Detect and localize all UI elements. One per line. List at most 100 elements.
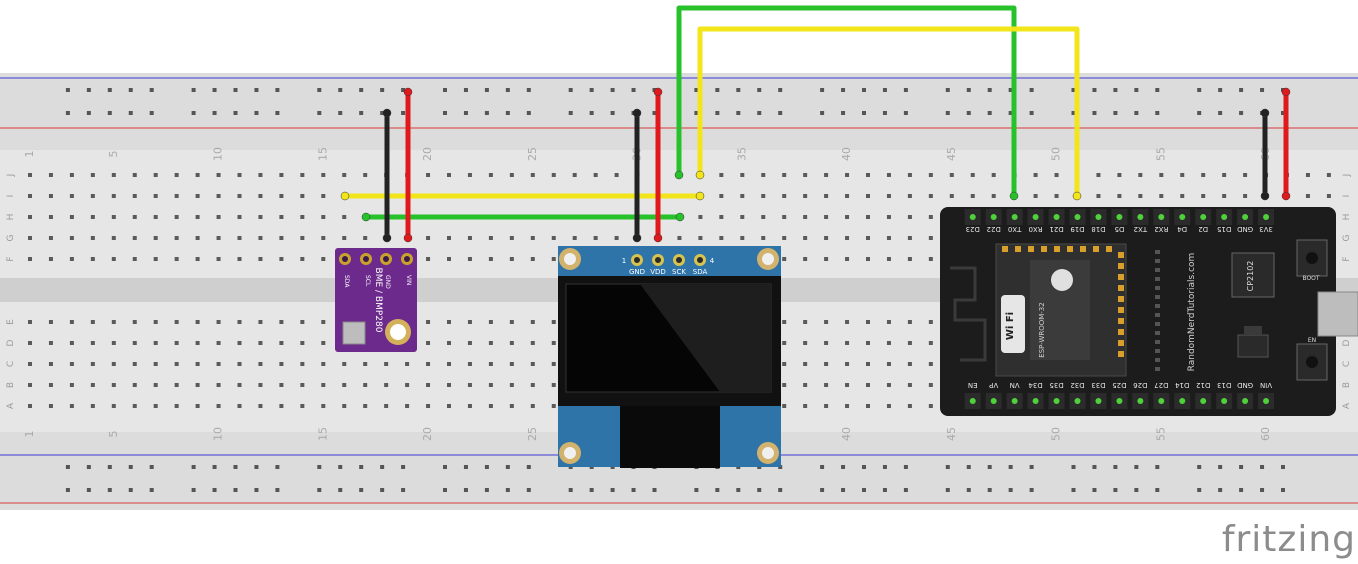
esp32-bottom-pin-label: VP xyxy=(989,381,998,389)
terminal-hole xyxy=(195,215,200,219)
terminal-hole xyxy=(614,236,619,240)
terminal-hole xyxy=(949,194,954,198)
terminal-hole xyxy=(1096,173,1101,177)
column-number: 55 xyxy=(1154,147,1167,161)
bottom-rail-hole xyxy=(1260,488,1265,492)
esp32-header-dot xyxy=(1200,398,1207,404)
terminal-hole xyxy=(467,257,472,261)
terminal-hole xyxy=(28,236,32,240)
terminal-hole xyxy=(69,320,74,324)
top-rail-hole xyxy=(107,88,112,92)
top-rail-hole xyxy=(610,111,615,115)
esp32-header-dot xyxy=(1074,214,1081,220)
top-rail-hole xyxy=(1134,111,1139,115)
esp32-header-dot xyxy=(1032,398,1039,404)
esp32-silkscreen-dash xyxy=(1155,322,1160,326)
top-rail-hole xyxy=(1071,111,1076,115)
terminal-hole xyxy=(90,257,95,261)
terminal-hole xyxy=(467,383,472,387)
bottom-rail-hole xyxy=(317,465,322,469)
column-number: 35 xyxy=(735,147,748,161)
terminal-hole xyxy=(1180,173,1185,177)
bottom-rail-hole xyxy=(1071,465,1076,469)
terminal-hole xyxy=(928,215,933,219)
terminal-hole xyxy=(28,383,32,387)
esp32-top-pin-label: D22 xyxy=(987,225,1001,233)
esp32-bottom-pin-label: EN xyxy=(968,381,978,389)
terminal-hole xyxy=(111,383,116,387)
wire-sda-to-d21 xyxy=(697,26,1080,199)
terminal-hole xyxy=(866,383,870,387)
terminal-hole xyxy=(195,236,200,240)
terminal-hole xyxy=(405,404,410,408)
terminal-hole xyxy=(216,404,221,408)
oled-pin-label: VDD xyxy=(650,268,666,276)
terminal-hole xyxy=(195,320,200,324)
terminal-hole xyxy=(132,257,137,261)
top-rail-hole xyxy=(903,88,908,92)
terminal-hole xyxy=(48,404,53,408)
terminal-hole xyxy=(153,257,158,261)
wire-esp-3v3-end xyxy=(1281,191,1291,201)
esp32-bottom-pin-label: D32 xyxy=(1070,381,1084,389)
terminal-hole xyxy=(258,215,263,219)
esp32-antenna-trace xyxy=(950,266,987,362)
terminal-hole xyxy=(551,341,556,345)
oled-mount-hole-inner xyxy=(762,447,774,459)
column-number: 1 xyxy=(23,431,36,438)
terminal-hole xyxy=(363,173,368,177)
esp32-header-dot xyxy=(1179,214,1186,220)
top-rail-hole xyxy=(380,88,385,92)
terminal-hole xyxy=(237,236,242,240)
terminal-hole xyxy=(928,383,933,387)
esp32-silkscreen-dash xyxy=(1155,295,1160,299)
top-rail-hole xyxy=(484,111,489,115)
terminal-hole xyxy=(782,236,787,240)
top-rail-hole xyxy=(757,111,762,115)
esp32-module-castellation xyxy=(1118,307,1124,313)
terminal-hole xyxy=(216,194,221,198)
terminal-hole xyxy=(1054,194,1059,198)
terminal-hole xyxy=(949,173,954,177)
terminal-hole xyxy=(824,173,829,177)
terminal-hole xyxy=(824,383,829,387)
terminal-hole xyxy=(593,236,598,240)
bottom-rail-hole xyxy=(149,465,154,469)
terminal-hole xyxy=(132,236,137,240)
esp32-silkscreen-dash xyxy=(1155,277,1160,281)
bottom-rail-hole xyxy=(820,465,825,469)
terminal-hole xyxy=(195,362,200,366)
bottom-rail-hole xyxy=(380,465,385,469)
top-rail-hole xyxy=(149,88,154,92)
bottom-rail-hole xyxy=(1155,465,1160,469)
terminal-hole xyxy=(111,236,116,240)
terminal-hole xyxy=(69,257,74,261)
terminal-hole xyxy=(928,194,933,198)
bottom-rail-hole xyxy=(987,488,992,492)
bottom-rail-hole xyxy=(1092,465,1097,469)
esp32-header-dot xyxy=(1158,398,1165,404)
usb-port xyxy=(1317,291,1358,337)
top-rail-hole xyxy=(463,111,468,115)
terminal-hole xyxy=(488,341,493,345)
terminal-hole xyxy=(195,404,200,408)
esp32-header-dot xyxy=(1053,398,1060,404)
bme280-pin-label: GND xyxy=(384,275,391,289)
terminal-hole xyxy=(803,404,808,408)
terminal-hole xyxy=(90,194,95,198)
bottom-rail-hole xyxy=(987,465,992,469)
terminal-hole xyxy=(551,320,556,324)
terminal-hole xyxy=(824,341,829,345)
esp32-module-castellation xyxy=(1106,246,1112,252)
terminal-hole xyxy=(279,404,284,408)
row-letter: G xyxy=(6,234,16,241)
esp32-board: 3V3GNDD15D2D4RX2TX2D5D18D19D21RX0TX0D22D… xyxy=(940,207,1358,416)
terminal-hole xyxy=(530,404,535,408)
terminal-hole xyxy=(111,404,116,408)
esp32-module-castellation xyxy=(1002,246,1008,252)
esp32-top-pin-label: D23 xyxy=(966,225,980,233)
terminal-hole xyxy=(907,404,912,408)
esp32-bottom-pin-label: D25 xyxy=(1112,381,1126,389)
row-letter: D xyxy=(1342,339,1352,346)
terminal-hole xyxy=(509,320,514,324)
